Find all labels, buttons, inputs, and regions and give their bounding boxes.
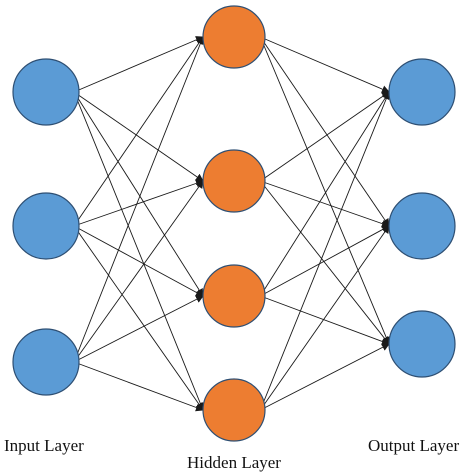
edge-input-hidden — [73, 295, 204, 363]
edges-input-to-hidden — [73, 36, 205, 412]
output-node — [388, 192, 456, 260]
edge-hidden-output — [260, 180, 390, 228]
edge-hidden-output — [259, 91, 391, 411]
edge-input-hidden — [73, 36, 204, 227]
edge-hidden-output — [260, 295, 390, 346]
edges-hidden-to-output — [259, 36, 391, 411]
edge-hidden-output — [260, 225, 390, 297]
edge-hidden-output — [260, 343, 390, 411]
edge-hidden-output — [259, 36, 390, 227]
output-node — [388, 58, 456, 126]
edge-input-hidden — [73, 225, 204, 411]
edge-hidden-output — [259, 36, 390, 345]
edge-hidden-output — [260, 91, 390, 182]
input-node — [12, 192, 80, 260]
edge-input-hidden — [73, 36, 205, 363]
edge-input-hidden — [73, 36, 204, 93]
edge-input-hidden — [73, 180, 204, 363]
hidden-node — [202, 149, 266, 213]
edge-input-hidden — [73, 179, 204, 227]
edge-input-hidden — [73, 91, 205, 411]
hidden-node — [202, 5, 266, 69]
edge-input-hidden — [73, 91, 204, 297]
hidden-layer-nodes — [202, 5, 266, 442]
edge-input-hidden — [73, 225, 204, 297]
edge-hidden-output — [259, 91, 390, 297]
output-node — [388, 310, 456, 378]
hidden-node — [202, 378, 266, 442]
edge-hidden-output — [259, 225, 390, 411]
input-layer-label: Input Layer — [4, 436, 84, 455]
edge-input-hidden — [73, 361, 204, 412]
hidden-layer-label: Hidden Layer — [187, 453, 281, 472]
output-layer-nodes — [388, 58, 456, 378]
input-node — [12, 58, 80, 126]
edge-hidden-output — [260, 36, 390, 93]
input-node — [12, 328, 80, 396]
edge-hidden-output — [259, 180, 390, 345]
hidden-node — [202, 264, 266, 328]
input-layer-nodes — [12, 58, 80, 396]
edge-input-hidden — [73, 91, 204, 182]
output-layer-label: Output Layer — [368, 436, 459, 455]
